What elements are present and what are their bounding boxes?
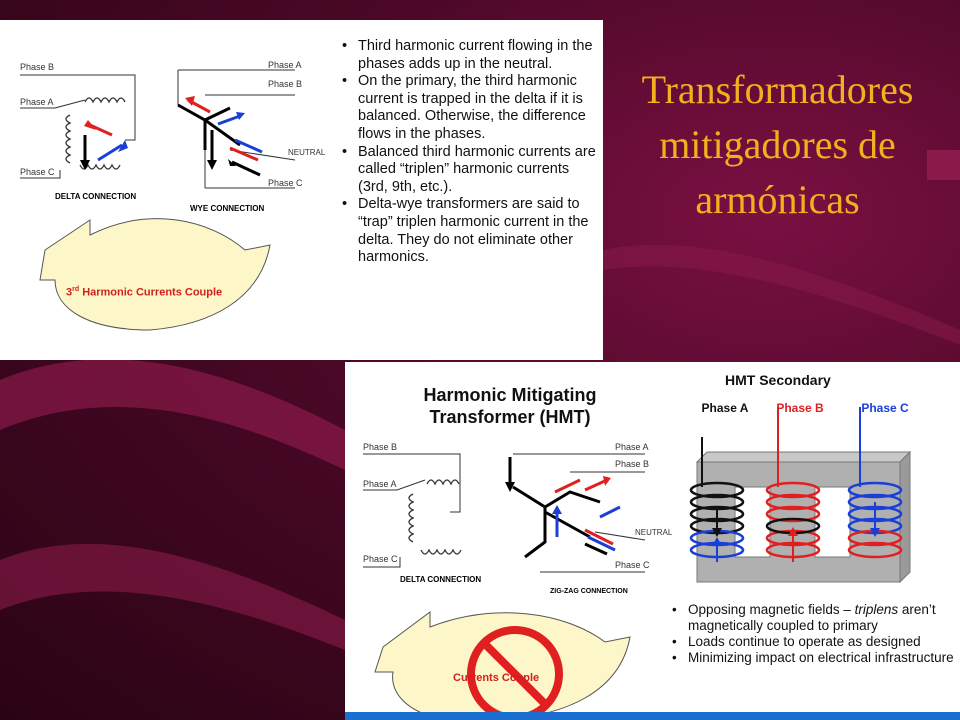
bottom-couple-text: Currents Couple (453, 672, 540, 684)
wye-phase-b-label: Phase B (268, 79, 303, 89)
wye-phase-c-label: Phase C (268, 178, 303, 188)
hmt-diagram (363, 407, 912, 720)
delta-phase-a-label: Phase A (20, 97, 54, 107)
hmt-secondary-title: HMT Secondary (725, 372, 831, 388)
bottom-bullet-1: Opposing magnetic fields – triplens aren… (670, 602, 960, 634)
delta-caption: DELTA CONNECTION (55, 192, 137, 201)
delta-phase-c-label: Phase C (20, 167, 55, 177)
wye-caption: WYE CONNECTION (190, 204, 265, 213)
top-bullet-4: Delta-wye transformers are said to “trap… (340, 196, 602, 266)
zigzag-neutral-label: NEUTRAL (635, 528, 673, 537)
delta-wye-diagram (20, 69, 296, 331)
zigzag-phase-a-label: Phase A (615, 442, 649, 452)
couple-arrow (39, 218, 271, 331)
bottom-bullet-2: Loads continue to operate as designed (670, 634, 960, 650)
bottom-bullet-list: Opposing magnetic fields – triplens aren… (670, 602, 960, 666)
top-bullet-1: Third harmonic current flowing in the ph… (340, 38, 602, 73)
hmt-delta-caption: DELTA CONNECTION (400, 575, 482, 584)
secondary-phase-c-label: Phase C (861, 401, 909, 415)
top-diagram-panel: Phase B Phase A Phase C DELTA CONNECTION… (0, 20, 603, 360)
secondary-phase-b-label: Phase B (776, 401, 824, 415)
hmt-delta-phase-a-label: Phase A (363, 479, 397, 489)
zigzag-phase-c-label: Phase C (615, 560, 650, 570)
wye-phase-a-label: Phase A (268, 60, 302, 70)
delta-phase-b-label: Phase B (20, 62, 55, 72)
top-bullet-2: On the primary, the third harmonic curre… (340, 73, 602, 143)
secondary-phase-a-label: Phase A (701, 401, 749, 415)
hmt-delta-phase-c-label: Phase C (363, 554, 398, 564)
bottom-bullet-3: Minimizing impact on electrical infrastr… (670, 650, 960, 666)
top-bullet-3: Balanced third harmonic currents are cal… (340, 144, 602, 197)
top-bullet-list: Third harmonic current flowing in the ph… (340, 38, 602, 267)
top-couple-text: 3rd Harmonic Currents Couple (66, 286, 223, 299)
hmt-delta-phase-b-label: Phase B (363, 442, 398, 452)
bottom-diagram-panel: Harmonic Mitigating Transformer (HMT) (345, 362, 960, 720)
zigzag-phase-b-label: Phase B (615, 459, 650, 469)
hmt-title: Harmonic Mitigating Transformer (HMT) (423, 385, 597, 427)
zigzag-caption: ZIG-ZAG CONNECTION (550, 588, 628, 595)
wye-neutral-label: NEUTRAL (288, 148, 326, 157)
slide-title: Transformadores mitigadores de armónicas (641, 67, 914, 222)
bottom-blue-bar (345, 712, 960, 720)
hmt-core (695, 450, 912, 584)
